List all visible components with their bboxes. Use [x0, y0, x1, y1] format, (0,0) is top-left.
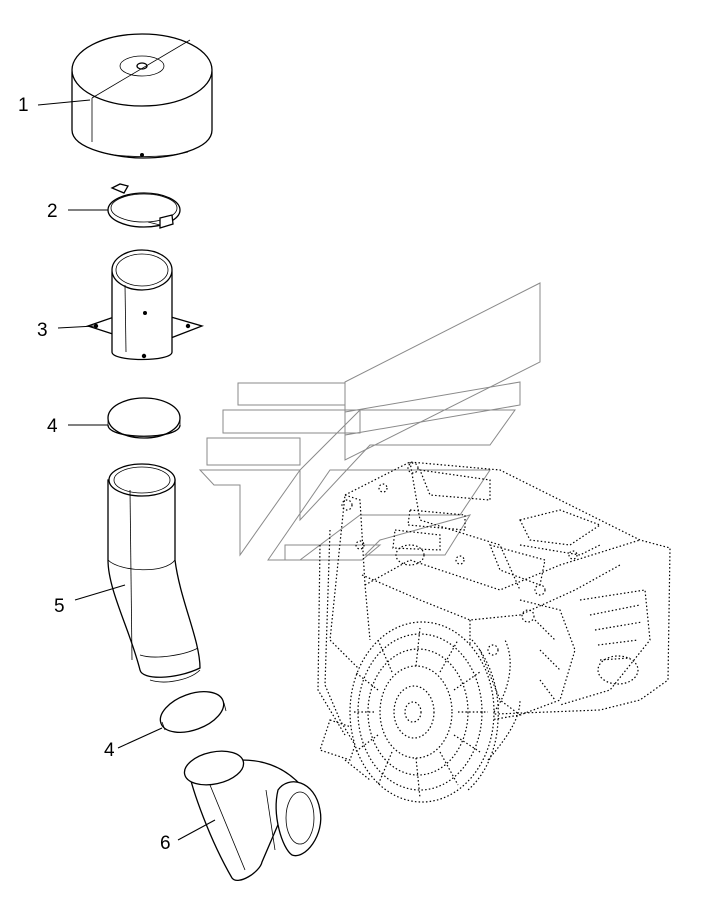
watermark-logo-icon — [198, 282, 541, 561]
hose-band-lower — [159, 691, 227, 733]
callout-4-lower: 4 — [104, 740, 115, 761]
callout-6: 6 — [160, 833, 171, 854]
callout-2: 2 — [47, 201, 58, 222]
callout-3: 3 — [37, 320, 48, 341]
engine-assembly — [317, 461, 671, 803]
callout-4-upper: 4 — [47, 416, 58, 437]
callout-5: 5 — [54, 596, 65, 617]
elbow-outlet-pipe — [183, 750, 322, 881]
air-filter-cap — [71, 33, 213, 159]
bent-intake-pipe — [107, 463, 201, 683]
hose-band-upper — [107, 397, 181, 439]
leader-lines — [37, 99, 216, 841]
flanged-tube — [85, 249, 205, 361]
hose-clamp — [107, 183, 181, 229]
callout-1: 1 — [18, 95, 29, 116]
